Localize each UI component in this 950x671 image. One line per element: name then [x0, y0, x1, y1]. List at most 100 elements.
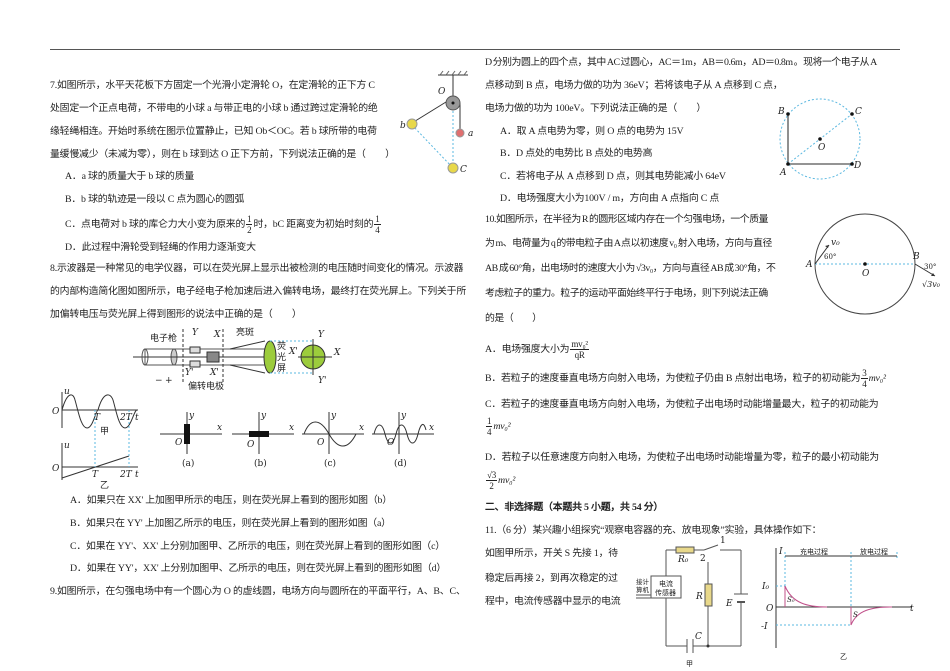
- axis-x: x: [217, 423, 222, 433]
- origin: O: [387, 438, 395, 448]
- label-screen: 光: [277, 351, 286, 363]
- q11-circuit-diagram: R₀ 1 2 R E C 电流 传感器 接计 算机 甲: [636, 536, 748, 668]
- axis-i: I: [778, 547, 783, 557]
- charge-curve: [784, 585, 828, 608]
- label-sensor: 传感器: [655, 588, 676, 597]
- pattern-d: y x O (d): [372, 411, 434, 469]
- q7-stem-line: 缘轻绳相连。开始时系统在图示位置静止，已知 Ob＜OC。若 b 球所带的电荷: [50, 126, 377, 137]
- text: mv₀²: [498, 474, 516, 486]
- label-angle-60: 60°: [824, 253, 836, 261]
- caption-b: (b): [254, 458, 267, 469]
- tick-2t: 2T: [119, 413, 133, 423]
- q7-option-a: A．a 球的质量大于 b 球的质量: [65, 171, 195, 182]
- label-computer: 接计: [636, 577, 650, 586]
- label-discharging: 放电过程: [860, 547, 888, 556]
- label-charging: 充电过程: [800, 547, 828, 556]
- q8-option-b: B．如果只在 YY' 上加图乙所示的电压，则在荧光屏上看到的图形如图（a）: [70, 518, 391, 529]
- label-angle-30: 30°: [924, 263, 936, 271]
- label-c: C: [695, 632, 702, 642]
- numerator: 3: [861, 368, 868, 379]
- q8-option-a: A．如果只在 XX' 上加图甲所示的电压，则在荧光屏上看到的图形如图（b）: [70, 495, 392, 506]
- axis-u: u: [64, 387, 70, 397]
- axis-y: y: [188, 411, 195, 421]
- label-b: B: [777, 107, 785, 117]
- axis-t: t: [135, 470, 139, 480]
- q9-stem-line: D 分别为圆上的四个点，其中 AC 过圆心，AC＝1m，AB＝0.6m，AD＝0…: [485, 57, 877, 68]
- origin: O: [247, 440, 255, 450]
- q7-stem-line: 处固定一个正点电荷，不带电的小球 a 与带正电的小球 b 通过跨过定滑轮的绝: [50, 103, 378, 114]
- caption-a: (a): [182, 458, 194, 469]
- voltage-graphs: u O T 2T t 甲 u O T 2T t: [52, 387, 139, 480]
- q8-stem-line: 的内部构造简化图如图所示，电子经电子枪加速后进入偏转电场，最终打在荧光屏上。下列…: [50, 286, 467, 297]
- denominator: 2: [247, 225, 252, 235]
- resistor-r0: [675, 546, 695, 554]
- numerator: mv₀²: [570, 339, 589, 350]
- text: C．点电荷对 b 球的库仑力大小变为原来的: [65, 218, 246, 230]
- q10-option-b: B．若粒子的速度垂直电场方向射入电场，为使粒子仍由 B 点射出电场，粒子的初动能…: [485, 368, 886, 389]
- q10-option-c: C．若粒子的速度垂直电场方向射入电场，为使粒子出电场时动能增量最大，粒子的初动能…: [485, 399, 879, 410]
- label-o: O: [438, 87, 446, 97]
- q8-option-c: C．如果在 YY'、XX' 上分别加图甲、乙所示的电压，则在荧光屏上看到的图形如…: [70, 541, 445, 552]
- resistor-r: [704, 583, 713, 607]
- axis-y: y: [260, 411, 267, 421]
- text: 时，bC 距离变为初始时刻的: [253, 218, 374, 230]
- ball-b: [406, 118, 418, 130]
- q9-option-d: D．电场强度大小为100V / m，方向由 A 点指向 C 点: [500, 193, 720, 204]
- label-y: Y: [192, 328, 199, 338]
- label-minus: −: [155, 376, 163, 386]
- numerator: √3: [486, 470, 498, 481]
- label-x-prime-low: X': [209, 368, 219, 378]
- axis-x: x: [429, 423, 434, 433]
- q7-option-d: D．此过程中滑轮受到轻绳的作用力逐渐变大: [65, 242, 256, 253]
- caption-c: (c): [324, 458, 336, 469]
- pattern-c: y x O (c): [302, 411, 364, 469]
- text: mv₀²: [868, 372, 886, 384]
- q10-stem-line: AB 成 60°角，出电场时的速度大小为 √3v₀，方向与直径 AB 成 30°…: [485, 263, 776, 274]
- q10-option-d: D．若粒子以任意速度方向射入电场，为使粒子出电场时动能增量为零，粒子的最小初动能…: [485, 452, 879, 463]
- label-2: 2: [700, 554, 706, 564]
- q10-stem-line: 的是（ ）: [485, 313, 542, 324]
- label-plus: +: [165, 376, 173, 386]
- label-screen: 荧: [277, 340, 286, 352]
- label-v-out: √3v₀: [922, 280, 941, 289]
- label-a: a: [468, 129, 473, 139]
- origin: O: [317, 438, 325, 448]
- label-jia: 甲: [686, 660, 693, 668]
- label-x: X: [213, 330, 221, 340]
- label-r0: R₀: [677, 555, 689, 565]
- q11-stem-line: 11.（6 分）某兴趣小组探究“观察电容器的充、放电现象”实验，具体操作如下：: [485, 525, 822, 536]
- axis-x: x: [359, 423, 364, 433]
- axis-t: t: [135, 413, 139, 423]
- q7-option-b: B．b 球的轨迹是一段以 C 点为圆心的圆弧: [65, 194, 245, 205]
- origin: O: [175, 438, 183, 448]
- q11-current-graph: I I₀ 充电过程 放电过程 O S₀ S -I t 乙: [761, 547, 914, 661]
- discharge-curve: [850, 606, 893, 626]
- origin: O: [52, 407, 60, 417]
- denominator: qR: [574, 350, 585, 360]
- q11-stem-line: 程中，电流传感器中显示的电流: [485, 596, 621, 607]
- label-s: S: [853, 611, 858, 619]
- q7-stem-line: 7.如图所示，水平天花板下方固定一个光滑小定滑轮 O，在定滑轮的正下方 C: [50, 80, 375, 91]
- label-o: O: [862, 269, 870, 279]
- label-neg-i: -I: [761, 622, 768, 632]
- label-b: b: [400, 121, 406, 131]
- tick-t: T: [92, 470, 99, 480]
- q10-circle-figure: v₀ 60° A O B 30° √3v₀: [805, 213, 941, 315]
- origin: O: [52, 464, 60, 474]
- q9-option-b: B．D 点处的电势比 B 点处的电势高: [500, 148, 653, 159]
- q9-stem-line: 电场力做的功为 100eV。下列说法正确的是（ ）: [485, 103, 707, 114]
- q8-option-d: D．如果在 YY'，XX' 上分别加图甲、乙所示的电压，则在荧光屏上看到的图形如…: [70, 563, 447, 574]
- origin: O: [766, 604, 774, 614]
- label-screen: 屏: [277, 363, 286, 374]
- pattern-a: y x O (a): [160, 411, 222, 469]
- numerator: 1: [374, 214, 381, 225]
- denominator: 2: [489, 481, 494, 491]
- screen-patterns: y x O (a) y x O (b) y x O (c) y x O (d: [160, 411, 434, 469]
- section-2-heading: 二、非选择题（本题共 5 小题，共 54 分）: [485, 502, 664, 513]
